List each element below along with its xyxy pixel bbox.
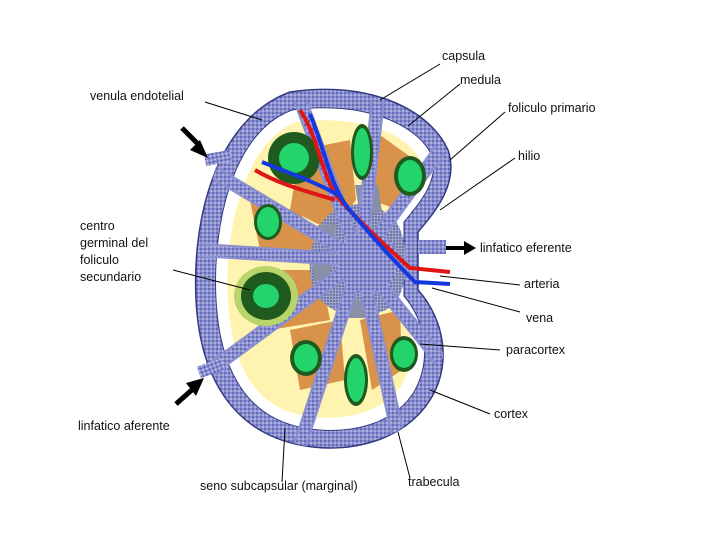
arrow-venula [180, 126, 208, 158]
label-cortex: cortex [494, 407, 529, 421]
label-centro-germinal-line: germinal del [80, 236, 149, 250]
vein [308, 113, 451, 286]
label-trabecula: trabecula [408, 475, 460, 489]
label-centro-germinal-line: centro [80, 219, 115, 233]
germinal-center [253, 284, 279, 308]
afferent-stub [196, 357, 226, 379]
vein-branch [261, 160, 342, 198]
label-medula: medula [460, 73, 501, 87]
label-linfatico-aferente: linfatico aferente [78, 419, 170, 433]
label-venula-endotelial: venula endotelial [90, 89, 184, 103]
label-vena: vena [526, 311, 554, 325]
label-seno-subcapsular: seno subcapsular (marginal) [200, 479, 358, 493]
efferent-lymphatic-vessel [418, 240, 446, 254]
label-hilio: hilio [518, 149, 541, 163]
label-arteria: arteria [524, 277, 560, 291]
medullary-hub [338, 232, 398, 292]
label-foliculo-primario: foliculo primario [508, 101, 596, 115]
label-linfatico-eferente: linfatico eferente [480, 241, 572, 255]
label-capsula: capsula [442, 49, 486, 63]
arrow-linfatico-eferente [446, 241, 476, 255]
label-centro-germinal: centro germinal del foliculo secundario [80, 218, 148, 286]
artery [298, 108, 451, 274]
label-centro-germinal-line: foliculo [80, 253, 119, 267]
leader-lines [172, 63, 521, 483]
label-paracortex: paracortex [506, 343, 566, 357]
artery-branch [253, 168, 336, 202]
label-centro-germinal-line: secundario [80, 270, 142, 284]
venula-stub [204, 149, 232, 167]
arrow-linfatico-aferente [174, 378, 204, 406]
